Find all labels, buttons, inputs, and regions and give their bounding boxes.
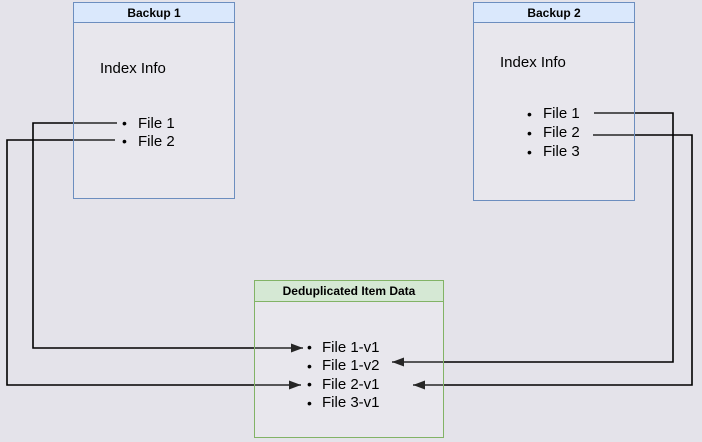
backup2-file-2-label: File 2 bbox=[543, 124, 580, 141]
dedup-file-1-v1-label: File 1-v1 bbox=[322, 338, 380, 356]
backup1-file-2-label: File 2 bbox=[138, 132, 175, 150]
backup1-index-label: Index Info bbox=[100, 60, 166, 77]
bullet-icon: • bbox=[307, 357, 312, 374]
dedup-item-row-4: • File 3-v1 bbox=[307, 394, 380, 413]
bullet-icon: • bbox=[527, 124, 532, 141]
dedup-item-row-3: • File 2-v1 bbox=[307, 375, 380, 394]
backup2-file-row-1: • File 1 bbox=[527, 104, 580, 123]
dedup-item-row-2: • File 1-v2 bbox=[307, 357, 380, 376]
backup1-box: Backup 1 Index Info • File 1 • File 2 bbox=[73, 2, 235, 199]
backup2-file-1-label: File 1 bbox=[543, 105, 580, 122]
dedup-box: Deduplicated Item Data • File 1-v1 • Fil… bbox=[254, 280, 444, 438]
bullet-icon: • bbox=[527, 143, 532, 160]
bullet-icon: • bbox=[307, 339, 312, 356]
bullet-icon: • bbox=[122, 115, 127, 131]
bullet-icon: • bbox=[307, 394, 312, 411]
backup2-box: Backup 2 Index Info • File 1 • File 2 • … bbox=[473, 2, 635, 201]
dedup-item-list: • File 1-v1 • File 1-v2 • File 2-v1 • Fi… bbox=[307, 338, 380, 412]
dedup-file-1-v2-label: File 1-v2 bbox=[322, 357, 380, 375]
backup2-file-row-3: • File 3 bbox=[527, 142, 580, 161]
backup2-file-list: • File 1 • File 2 • File 3 bbox=[527, 104, 580, 161]
bullet-icon: • bbox=[307, 376, 312, 393]
dedup-file-3-v1-label: File 3-v1 bbox=[322, 394, 380, 412]
bullet-icon: • bbox=[122, 133, 127, 149]
backup2-title: Backup 2 bbox=[474, 3, 634, 23]
backup1-title: Backup 1 bbox=[74, 3, 234, 23]
dedup-item-row-1: • File 1-v1 bbox=[307, 338, 380, 357]
backup1-file-row-2: • File 2 bbox=[122, 132, 175, 150]
backup1-file-row-1: • File 1 bbox=[122, 114, 175, 132]
dedup-file-2-v1-label: File 2-v1 bbox=[322, 375, 380, 393]
backup1-file-list: • File 1 • File 2 bbox=[122, 114, 175, 150]
dedup-title: Deduplicated Item Data bbox=[255, 281, 443, 302]
backup2-file-3-label: File 3 bbox=[543, 143, 580, 160]
bullet-icon: • bbox=[527, 105, 532, 122]
backup1-file-1-label: File 1 bbox=[138, 114, 175, 132]
backup2-file-row-2: • File 2 bbox=[527, 123, 580, 142]
backup2-index-label: Index Info bbox=[500, 54, 566, 71]
